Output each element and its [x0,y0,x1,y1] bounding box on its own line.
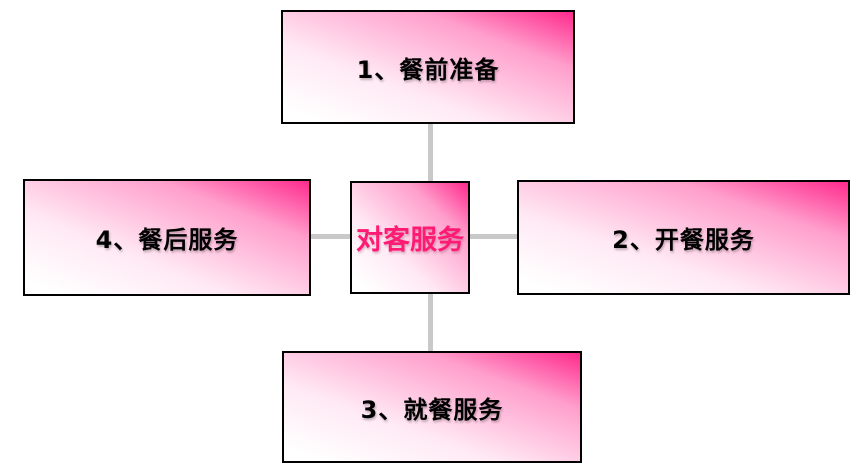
node-pre-meal-preparation: 1、餐前准备 [281,10,575,124]
connector-center-to-top [428,123,433,182]
node-dining-service: 3、就餐服务 [282,351,582,463]
node-meal-opening-service: 2、开餐服务 [517,180,850,295]
node-guest-service-hub: 对客服务 [350,181,470,294]
connector-center-to-right [469,234,518,239]
node-pre-meal-preparation-label: 1、餐前准备 [356,55,500,84]
connector-center-to-left [310,234,351,239]
node-after-meal-service: 4、餐后服务 [23,179,311,296]
node-dining-service-label: 3、就餐服务 [360,395,504,424]
node-after-meal-service-label: 4、餐后服务 [95,226,239,254]
connector-center-to-bottom [428,293,433,352]
node-guest-service-hub-label: 对客服务 [356,225,464,256]
node-meal-opening-service-label: 2、开餐服务 [612,226,755,254]
